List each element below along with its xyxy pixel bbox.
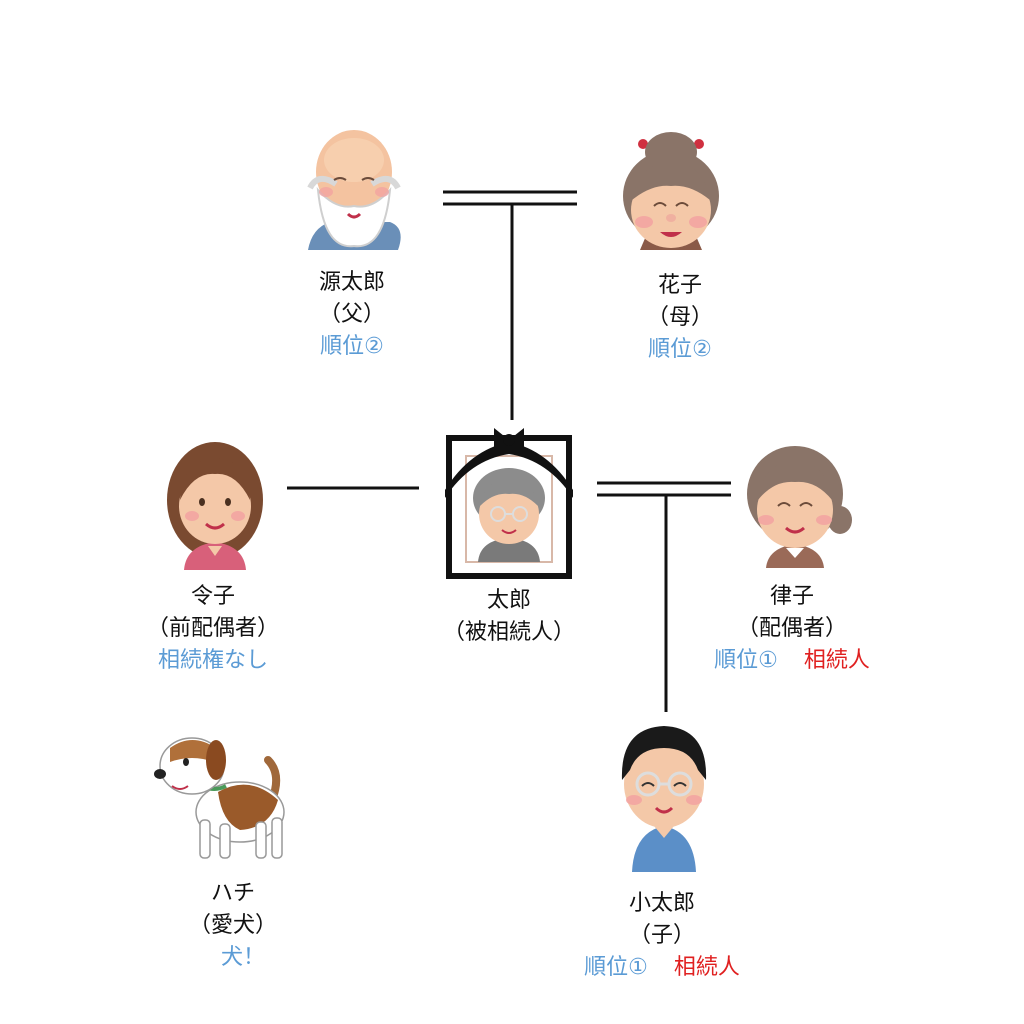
- spouse-label: 律子 （配偶者） 順位① 相続人: [662, 581, 922, 677]
- beagle-dog-icon: [154, 737, 285, 859]
- bald-grandfather-icon: [307, 130, 401, 250]
- father-rank: 順位②: [320, 334, 384, 359]
- mother-name: 花子: [657, 273, 702, 298]
- father-name: 源太郎: [318, 270, 385, 295]
- deceased-label: 太郎 （被相続人）: [379, 585, 639, 649]
- older-woman-icon: [747, 446, 852, 568]
- spouse-relation: （配偶者）: [736, 616, 847, 641]
- grandmother-bun-icon: [623, 132, 719, 250]
- child-label: 小太郎 （子） 順位① 相続人: [532, 888, 792, 984]
- memorial-portrait-icon: [445, 428, 573, 579]
- spouse-marriage-line: [597, 481, 731, 497]
- child-relation: （子）: [628, 923, 695, 948]
- deceased-relation: （被相続人）: [442, 620, 575, 645]
- child-rank: 順位①: [584, 955, 648, 980]
- child-heir-status: 相続人: [673, 955, 740, 980]
- parents-marriage-line: [443, 190, 577, 206]
- dog-relation: （愛犬）: [188, 913, 277, 938]
- dog-name: ハチ: [210, 881, 255, 906]
- father-relation: （父）: [318, 302, 385, 327]
- ex-spouse-name: 令子: [190, 584, 235, 609]
- dog-note: 犬！: [220, 945, 265, 970]
- mother-rank: 順位②: [648, 337, 712, 362]
- spouse-rank: 順位①: [714, 648, 778, 673]
- ex-spouse-note: 相続権なし: [157, 648, 268, 673]
- man-glasses-icon: [621, 726, 707, 872]
- child-name: 小太郎: [628, 891, 695, 916]
- father-label: 源太郎 （父） 順位②: [222, 267, 482, 363]
- mother-label: 花子 （母） 順位②: [550, 270, 810, 366]
- spouse-heir-status: 相続人: [803, 648, 870, 673]
- mother-relation: （母）: [646, 305, 713, 330]
- woman-icon: [167, 442, 263, 570]
- spouse-name: 律子: [769, 584, 814, 609]
- deceased-name: 太郎: [486, 588, 531, 613]
- ex-spouse-label: 令子 （前配偶者） 相続権なし: [83, 581, 343, 677]
- dog-label: ハチ （愛犬） 犬！: [103, 878, 363, 974]
- ex-spouse-relation: （前配偶者）: [146, 616, 279, 641]
